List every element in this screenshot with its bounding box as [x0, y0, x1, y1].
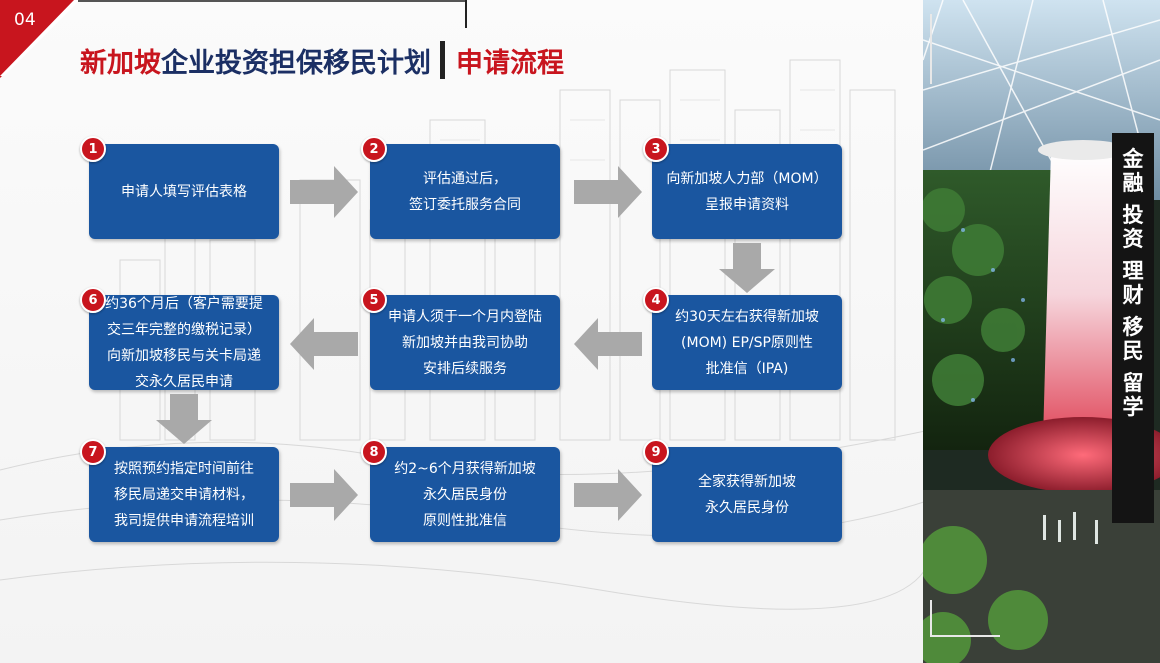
- step-5-number-badge: 5: [361, 287, 387, 313]
- arrow-right-1: [290, 166, 358, 218]
- ribbon-char: 资: [1122, 227, 1144, 251]
- title-process: 申请流程: [456, 47, 564, 79]
- step-4-number-badge: 4: [643, 287, 669, 313]
- ribbon-finance: 金 融: [1123, 147, 1144, 195]
- step-8: 约2~6个月获得新加坡 永久居民身份 原则性批准信: [370, 447, 560, 542]
- header-divider: [78, 0, 465, 2]
- page-title: 新加坡 企业投资担保移民计划 申请流程: [80, 38, 564, 82]
- header-tick: [465, 0, 467, 28]
- ribbon-char: 留: [1122, 371, 1144, 395]
- step-6: 约36个月后（客户需要提 交三年完整的缴税记录） 向新加坡移民与关卡局递 交永久…: [89, 295, 279, 390]
- step-1: 申请人填写评估表格: [89, 144, 279, 239]
- step-7: 按照预约指定时间前往 移民局递交申请材料， 我司提供申请流程培训: [89, 447, 279, 542]
- arrow-left-2: [574, 318, 642, 370]
- step-4-text: 约30天左右获得新加坡 (MOM) EP/SP原则性 批准信（IPA): [675, 308, 819, 377]
- ribbon-investment: 投 资: [1123, 203, 1144, 251]
- step-8-number-badge: 8: [361, 439, 387, 465]
- arrow-down-1: [719, 243, 775, 293]
- step-9-number-badge: 9: [643, 439, 669, 465]
- ribbon-char: 投: [1122, 203, 1144, 227]
- step-2-number-badge: 2: [361, 136, 387, 162]
- ribbon-char: 融: [1122, 171, 1144, 195]
- title-country: 新加坡: [80, 47, 161, 79]
- arrow-down-2: [156, 394, 212, 444]
- step-5: 申请人须于一个月内登陆 新加坡并由我司协助 安排后续服务: [370, 295, 560, 390]
- step-4: 约30天左右获得新加坡 (MOM) EP/SP原则性 批准信（IPA): [652, 295, 842, 390]
- step-9: 全家获得新加坡 永久居民身份: [652, 447, 842, 542]
- ribbon-char: 理: [1122, 259, 1144, 283]
- arrow-left-1: [290, 318, 358, 370]
- step-6-number-badge: 6: [80, 287, 106, 313]
- ribbon-study-abroad: 留 学: [1123, 371, 1144, 419]
- ribbon-wealth: 理 财: [1123, 259, 1144, 307]
- corner-tag: [0, 0, 80, 78]
- step-8-text: 约2~6个月获得新加坡 永久居民身份 原则性批准信: [394, 460, 536, 529]
- ribbon-char: 财: [1122, 283, 1144, 307]
- arrow-right-4: [574, 469, 642, 521]
- step-3: 向新加坡人力部（MOM） 呈报申请资料: [652, 144, 842, 239]
- ribbon-char: 民: [1122, 339, 1144, 363]
- ribbon-immigration: 移 民: [1123, 315, 1144, 363]
- arrow-right-2: [574, 166, 642, 218]
- step-1-number-badge: 1: [80, 136, 106, 162]
- step-2-text: 评估通过后， 签订委托服务合同: [409, 170, 521, 213]
- arrow-right-3: [290, 469, 358, 521]
- photo-frame-corner-bottom-h: [930, 635, 1000, 637]
- step-2: 评估通过后， 签订委托服务合同: [370, 144, 560, 239]
- step-9-text: 全家获得新加坡 永久居民身份: [698, 473, 796, 516]
- step-5-text: 申请人须于一个月内登陆 新加坡并由我司协助 安排后续服务: [388, 308, 542, 377]
- ribbon-char: 金: [1122, 147, 1144, 171]
- title-separator: [440, 41, 445, 79]
- photo-frame-corner-top: [930, 14, 932, 84]
- ribbon-char: 学: [1122, 395, 1144, 419]
- photo-frame-corner-bottom-v: [930, 600, 932, 637]
- step-6-text: 约36个月后（客户需要提 交三年完整的缴税记录） 向新加坡移民与关卡局递 交永久…: [105, 295, 263, 390]
- step-1-text: 申请人填写评估表格: [121, 183, 247, 200]
- service-ribbon: 金 融 投 资 理 财 移 民 留 学: [1112, 133, 1154, 523]
- title-program: 企业投资担保移民计划: [161, 47, 431, 79]
- step-7-text: 按照预约指定时间前往 移民局递交申请材料， 我司提供申请流程培训: [114, 460, 254, 529]
- step-3-number-badge: 3: [643, 136, 669, 162]
- step-7-number-badge: 7: [80, 439, 106, 465]
- page-number: 04: [14, 10, 36, 30]
- ribbon-char: 移: [1122, 315, 1144, 339]
- step-3-text: 向新加坡人力部（MOM） 呈报申请资料: [666, 170, 828, 213]
